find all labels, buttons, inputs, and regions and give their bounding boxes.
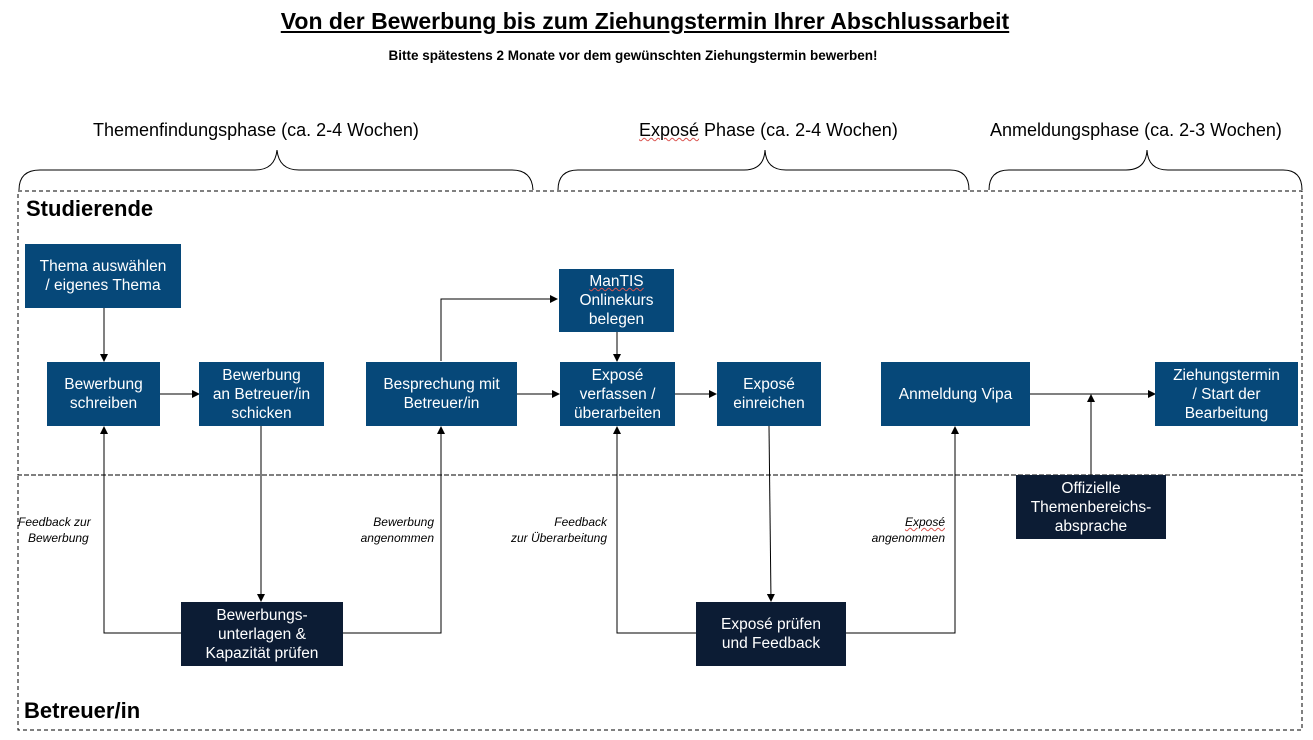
box-line: absprache	[1054, 517, 1128, 535]
phase-expose-word: Exposé	[639, 120, 700, 140]
arrow-expose-angenommen	[846, 426, 959, 634]
box-thema-auswaehlen: Thema auswählen / eigenes Thema	[25, 244, 181, 308]
phase-label-anmeldung: Anmeldungsphase (ca. 2-3 Wochen)	[990, 120, 1282, 140]
box-line: unterlagen &	[218, 625, 306, 643]
brace-expose	[557, 149, 970, 191]
page-title: Von der Bewerbung bis zum Ziehungstermin…	[280, 8, 1010, 34]
box-line: / Start der	[1192, 385, 1261, 403]
box-line: Bearbeitung	[1184, 404, 1269, 422]
box-line: Offizielle	[1061, 479, 1121, 497]
box-line: an Betreuer/in	[212, 385, 311, 403]
box-line: Betreuer/in	[403, 395, 480, 412]
box-line: Onlinekurs	[579, 292, 654, 309]
brace-anmeldung	[988, 149, 1303, 191]
lane-betreuer	[17, 474, 1303, 731]
note-line: Exposé	[904, 515, 945, 529]
note-bewerbung-angenommen: Bewerbung angenommen	[330, 514, 434, 546]
arrow-bewerbung-angenommen	[343, 426, 445, 634]
box-line: ManTIS	[589, 273, 644, 290]
phase-label-expose: Exposé Phase (ca. 2-4 Wochen)	[639, 120, 898, 141]
box-expose-einreichen: Exposé einreichen	[717, 362, 821, 426]
arrow-einreichen-to-pruefen	[766, 425, 775, 602]
box-line: Bewerbungs-	[216, 606, 308, 624]
box-line: / eigenes Thema	[45, 277, 161, 294]
note-line: angenommen	[871, 531, 945, 545]
note-line: zur Überarbeitung	[510, 531, 607, 545]
box-line: belegen	[588, 311, 645, 328]
box-line: und Feedback	[721, 635, 821, 652]
arrow-besprechung-to-mantis	[440, 295, 558, 361]
arrow-feedback-ueberarbeitung	[613, 426, 696, 634]
box-line: verfassen /	[579, 385, 656, 403]
note-line: Feedback zur	[18, 515, 91, 529]
box-line: einreichen	[733, 395, 805, 412]
box-anmeldung-vipa: Anmeldung Vipa	[881, 362, 1030, 426]
note-line: Feedback	[554, 515, 607, 529]
lane-label-studierende: Studierende	[26, 196, 154, 221]
note-line: Bewerbung	[28, 531, 89, 545]
box-expose-pruefen: Exposé prüfen und Feedback	[696, 602, 846, 666]
box-line: Themenbereichs-	[1030, 498, 1152, 516]
box-line: Ziehungstermin	[1173, 366, 1280, 384]
box-line: Kapazität prüfen	[205, 644, 319, 662]
box-line: Thema auswählen	[39, 258, 167, 275]
box-line: Besprechung mit	[383, 376, 500, 393]
lane-label-betreuer: Betreuer/in	[24, 698, 141, 723]
lane-studierende	[17, 190, 1303, 476]
page-subtitle: Bitte spätestens 2 Monate vor dem gewüns…	[388, 48, 878, 63]
box-line: schicken	[231, 404, 292, 422]
note-expose-angenommen: Exposé angenommen	[840, 514, 945, 546]
box-line: Anmeldung Vipa	[898, 385, 1013, 403]
note-line: Bewerbung	[373, 515, 434, 529]
brace-themenfindung	[18, 149, 534, 191]
box-line: Exposé prüfen	[721, 616, 821, 633]
box-line: Bewerbung	[64, 376, 143, 393]
note-feedback-ueberarbeitung: Feedback zur Überarbeitung	[480, 514, 607, 546]
box-line: überarbeiten	[573, 404, 662, 422]
box-unterlagen-pruefen: Bewerbungs-unterlagen &Kapazität prüfen	[181, 602, 343, 666]
box-line: Bewerbung	[222, 366, 301, 384]
phase-label-themenfindung: Themenfindungsphase (ca. 2-4 Wochen)	[93, 120, 419, 140]
box-bewerbung-schreiben: Bewerbung schreiben	[47, 362, 160, 426]
box-line: schreiben	[69, 395, 138, 412]
phase-expose-rest: Phase (ca. 2-4 Wochen)	[699, 120, 898, 140]
box-mantis: ManTIS Onlinekurs belegen	[559, 269, 674, 332]
box-line: Exposé	[591, 366, 644, 384]
note-line: angenommen	[360, 531, 434, 545]
box-line: Exposé	[743, 376, 795, 393]
arrow-feedback-bewerbung	[100, 426, 181, 634]
